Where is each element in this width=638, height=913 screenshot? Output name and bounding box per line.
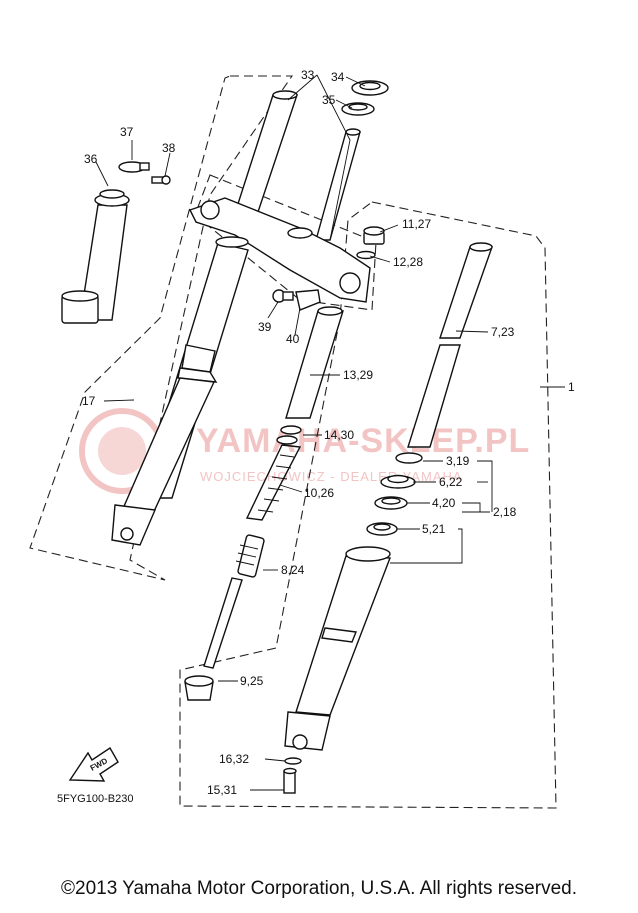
- label-38: 38: [162, 141, 176, 155]
- copyright-notice: ©2013 Yamaha Motor Corporation, U.S.A. A…: [61, 878, 577, 899]
- outer-tube-part: [284, 546, 391, 751]
- boot-clamp-part: [118, 161, 150, 173]
- retaining-clip-part: [395, 452, 423, 464]
- label-5-21: 5,21: [422, 522, 446, 536]
- clamp-screw-part: [151, 175, 171, 185]
- bracket-part: [295, 289, 321, 311]
- fork-spring-part: [245, 444, 302, 521]
- copper-washer-part: [284, 757, 302, 765]
- label-12-28: 12,28: [393, 255, 423, 269]
- label-4-20: 4,20: [432, 496, 456, 510]
- pinch-bolt-part: [272, 289, 294, 303]
- o-ring-part: [356, 250, 376, 260]
- label-2-18: 2,18: [493, 505, 517, 519]
- label-39: 39: [258, 320, 272, 334]
- label-35: 35: [322, 93, 336, 107]
- watermark-logo-center-icon: [98, 427, 146, 475]
- label-13-29: 13,29: [343, 368, 373, 382]
- washer-part: [374, 496, 408, 510]
- label-14-30: 14,30: [324, 428, 354, 442]
- label-34: 34: [331, 70, 345, 84]
- bearing-part: [341, 102, 375, 116]
- label-15-31: 15,31: [207, 783, 237, 797]
- spring-seat-part: [276, 425, 302, 445]
- leader-lines: [95, 74, 565, 791]
- diagram-code: 5FYG100-B230: [57, 793, 134, 805]
- label-6-22: 6,22: [439, 475, 463, 489]
- label-17: 17: [82, 394, 96, 408]
- watermark: YAMAHA-SKLEP.PL WOJCIECHOWICZ - DEALER Y…: [79, 408, 530, 494]
- label-37: 37: [120, 125, 134, 139]
- label-16-32: 16,32: [219, 752, 249, 766]
- fork-boot-part: [61, 189, 130, 324]
- label-8-24: 8,24: [281, 563, 305, 577]
- forward-direction-arrow-icon: FWD: [68, 747, 119, 782]
- left-fork-assembly-part: [111, 236, 249, 546]
- damper-bolt-part: [283, 767, 297, 794]
- label-10-26: 10,26: [304, 486, 334, 500]
- left-fork-group-outline: [29, 75, 294, 581]
- label-33: 33: [301, 68, 315, 82]
- oil-lock-piece-part: [184, 675, 214, 701]
- label-9-25: 9,25: [240, 674, 264, 688]
- callout-labels: 33 34 35 37 38 36 11,27 12,28 39 40 7,23…: [82, 68, 575, 797]
- oil-seal-part: [366, 522, 398, 536]
- label-40: 40: [286, 332, 300, 346]
- bearing-race-part: [351, 80, 389, 96]
- dust-seal-part: [380, 474, 416, 489]
- cap-bolt-part: [363, 226, 385, 245]
- label-11-27: 11,27: [402, 217, 431, 231]
- label-7-23: 7,23: [491, 325, 515, 339]
- damper-rod-part: [203, 534, 265, 669]
- watermark-main-text: YAMAHA-SKLEP.PL: [196, 422, 530, 460]
- inner-tube-part: [407, 242, 493, 448]
- label-36: 36: [84, 152, 98, 166]
- spacer-tube-part: [285, 306, 344, 419]
- label-1: 1: [568, 380, 575, 394]
- label-3-19: 3,19: [446, 454, 470, 468]
